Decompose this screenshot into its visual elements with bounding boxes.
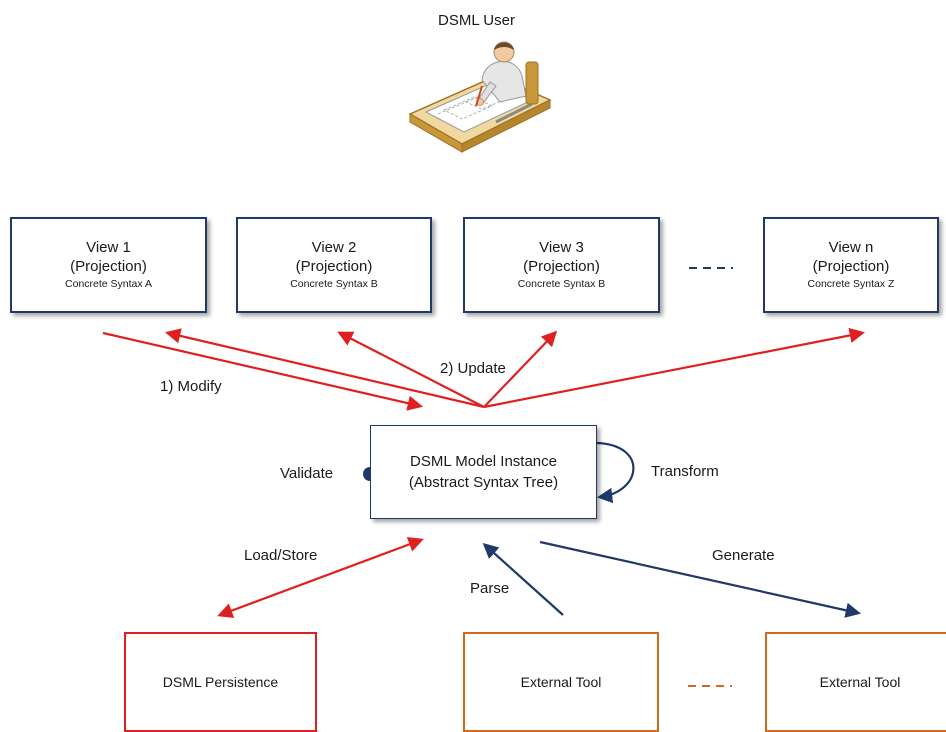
persistence-label: DSML Persistence — [162, 674, 279, 690]
transform-label: Transform — [651, 463, 719, 480]
view-syntax: Concrete Syntax B — [290, 278, 378, 290]
update-arrow-viewn — [483, 327, 866, 409]
view-box-1[interactable]: View 1 (Projection) Concrete Syntax A — [10, 217, 207, 313]
generate-label: Generate — [712, 547, 775, 564]
external-tool-label: External Tool — [520, 674, 602, 690]
view-box-n[interactable]: View n (Projection) Concrete Syntax Z — [763, 217, 939, 313]
transform-loop-arrow — [596, 441, 635, 504]
view-projection: (Projection) — [812, 258, 890, 275]
update-label: 2) Update — [440, 360, 506, 377]
external-tool-label: External Tool — [819, 674, 901, 690]
validate-label: Validate — [280, 465, 334, 482]
view-projection: (Projection) — [523, 258, 600, 275]
modify-label: 1) Modify — [160, 378, 222, 395]
update-arrow-view3 — [483, 330, 558, 408]
user-label: DSML User — [438, 12, 515, 29]
modify-arrow — [102, 331, 424, 411]
generate-arrow — [539, 540, 862, 618]
load-store-arrow — [217, 537, 424, 618]
model-subtitle: (Abstract Syntax Tree) — [408, 474, 559, 491]
view-title: View 3 — [539, 239, 584, 256]
update-arrow-view2 — [337, 331, 485, 408]
view-syntax: Concrete Syntax B — [517, 278, 606, 290]
view-syntax: Concrete Syntax A — [65, 278, 152, 290]
persistence-box[interactable]: DSML Persistence — [124, 632, 317, 732]
view-title: View 1 — [86, 239, 131, 256]
view-projection: (Projection) — [295, 258, 373, 275]
view-title: View 2 — [311, 239, 357, 256]
view-box-2[interactable]: View 2 (Projection) Concrete Syntax B — [236, 217, 432, 313]
load-store-label: Load/Store — [244, 547, 318, 564]
view-box-3[interactable]: View 3 (Projection) Concrete Syntax B — [463, 217, 660, 313]
view-title: View n — [828, 239, 874, 256]
parse-arrow — [482, 542, 564, 616]
parse-label: Parse — [470, 580, 510, 597]
update-arrow-view1 — [165, 328, 485, 409]
external-tool-box-2[interactable]: External Tool — [765, 632, 946, 732]
model-title: DSML Model Instance — [409, 453, 557, 470]
view-syntax: Concrete Syntax Z — [807, 278, 895, 290]
user-drawing-icon — [404, 40, 552, 158]
view-projection: (Projection) — [70, 258, 147, 275]
model-instance-box[interactable]: DSML Model Instance (Abstract Syntax Tre… — [370, 425, 597, 519]
external-tool-box-1[interactable]: External Tool — [463, 632, 659, 732]
